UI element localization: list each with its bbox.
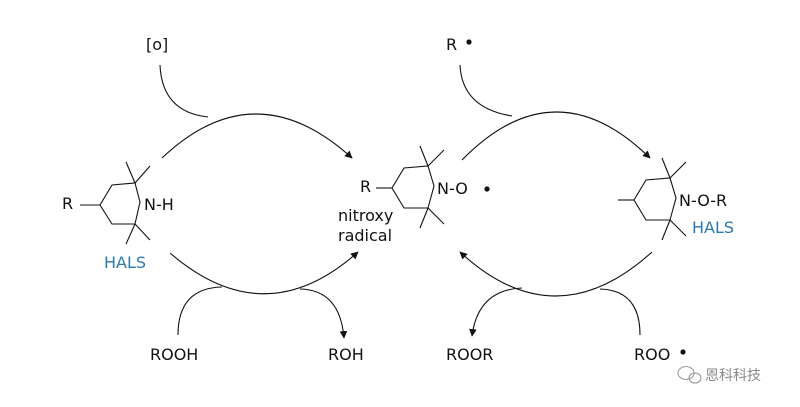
- nitroxy-radical-dot: [484, 186, 490, 192]
- hals-right-structure: [618, 157, 687, 241]
- roh-label: ROH: [328, 345, 364, 364]
- arc-hals-to-nitroxy: [161, 113, 353, 159]
- nitroxy-r-group: R: [360, 177, 371, 196]
- alkyl-radical-dot: [466, 39, 472, 45]
- roo-label: ROO: [634, 345, 670, 364]
- peroxy-radical-dot: [680, 349, 686, 355]
- oxidant-label: [o]: [146, 35, 168, 54]
- hals-left-structure: [80, 161, 151, 245]
- hals-left-r-group: R: [62, 194, 73, 213]
- arc-hals-to-nitroxy-lower: [169, 251, 359, 295]
- hals-right-nor-label: N-O-R: [679, 191, 727, 210]
- alkyl-radical-label: R: [446, 35, 457, 54]
- feed-peroxy-radical: [599, 288, 641, 336]
- feed-alkyl-radical: [459, 64, 513, 117]
- arc-nitroxy-to-nor: [461, 111, 651, 161]
- feed-oxidant: [159, 64, 209, 118]
- nitroxy-caption-line2: radical: [338, 226, 392, 245]
- out-roor: [469, 287, 523, 337]
- arc-nor-to-nitroxy: [459, 251, 653, 297]
- feed-rooh: [177, 286, 223, 336]
- hals-right-caption: HALS: [692, 218, 734, 237]
- rooh-label: ROOH: [150, 345, 198, 364]
- out-roh: [299, 288, 348, 339]
- hals-left-nh-label: N-H: [144, 195, 174, 214]
- nitroxy-structure: [376, 145, 445, 229]
- hals-left-caption: HALS: [104, 253, 146, 272]
- nitroxy-no-label: N-O: [437, 179, 468, 198]
- nitroxy-caption-line1: nitroxy: [338, 206, 393, 225]
- roor-label: ROOR: [446, 345, 493, 364]
- watermark-text: 恩科科技: [705, 368, 761, 384]
- wechat-icon: [677, 365, 702, 384]
